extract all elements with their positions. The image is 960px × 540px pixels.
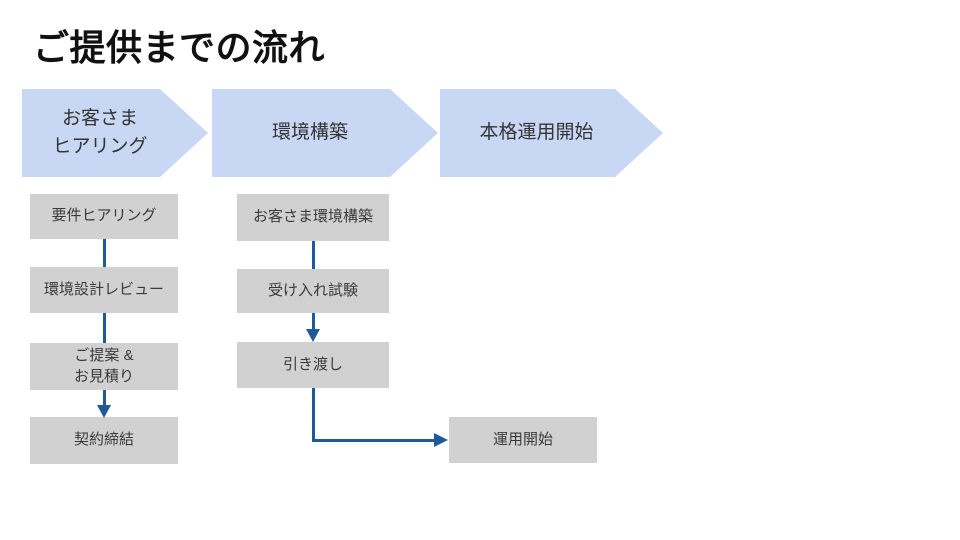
step-box-contract-conclusion: 契約締結: [30, 417, 178, 464]
step-box-environment-design-review: 環境設計レビュー: [30, 267, 178, 313]
step-label: 運用開始: [492, 430, 553, 448]
phase-label-line: 本格運用開始: [479, 122, 594, 144]
step-label: 環境設計レビュー: [43, 280, 164, 298]
step-box-requirements-hearing: 要件ヒアリング: [30, 194, 178, 239]
connector-line-c1-step2-step3: [103, 313, 106, 343]
step-box-customer-environment-build: お客さま環境構築: [237, 194, 389, 241]
connector-elbow-horizontal: [312, 439, 434, 442]
step-box-handover: 引き渡し: [237, 342, 389, 388]
step-label: 契約締結: [73, 431, 134, 449]
step-label: お見積り: [73, 367, 134, 385]
arrow-down-icon: [97, 405, 111, 418]
step-box-operation-start: 運用開始: [449, 417, 597, 463]
connector-elbow-vertical: [312, 388, 315, 442]
phase-label-line: お客さま: [61, 108, 138, 130]
phase-chevron-environment-build: 環境構築: [212, 89, 438, 177]
phase-label-line: 環境構築: [271, 122, 348, 144]
phase-chevron-customer-hearing: お客さま ヒアリング: [22, 89, 208, 177]
connector-line-c1-step3-step4: [103, 390, 106, 406]
step-box-acceptance-test: 受け入れ試験: [237, 269, 389, 313]
connector-line-c2-step2-step3: [312, 313, 315, 330]
arrow-down-icon: [306, 329, 320, 342]
connector-line-c1-step1-step2: [103, 239, 106, 267]
page-title: ご提供までの流れ: [33, 27, 326, 68]
step-label: お客さま環境構築: [252, 208, 373, 226]
arrow-right-icon: [434, 433, 448, 447]
step-box-proposal-estimate: ご提案 & お見積り: [30, 343, 178, 390]
phase-chevron-full-operation: 本格運用開始: [440, 89, 663, 177]
connector-line-c2-step1-step2: [312, 241, 315, 269]
step-label: 受け入れ試験: [267, 281, 358, 299]
phase-label-line: ヒアリング: [52, 136, 148, 157]
step-label: ご提案 &: [74, 347, 134, 365]
step-label: 引き渡し: [282, 355, 343, 373]
step-label: 要件ヒアリング: [51, 207, 157, 225]
